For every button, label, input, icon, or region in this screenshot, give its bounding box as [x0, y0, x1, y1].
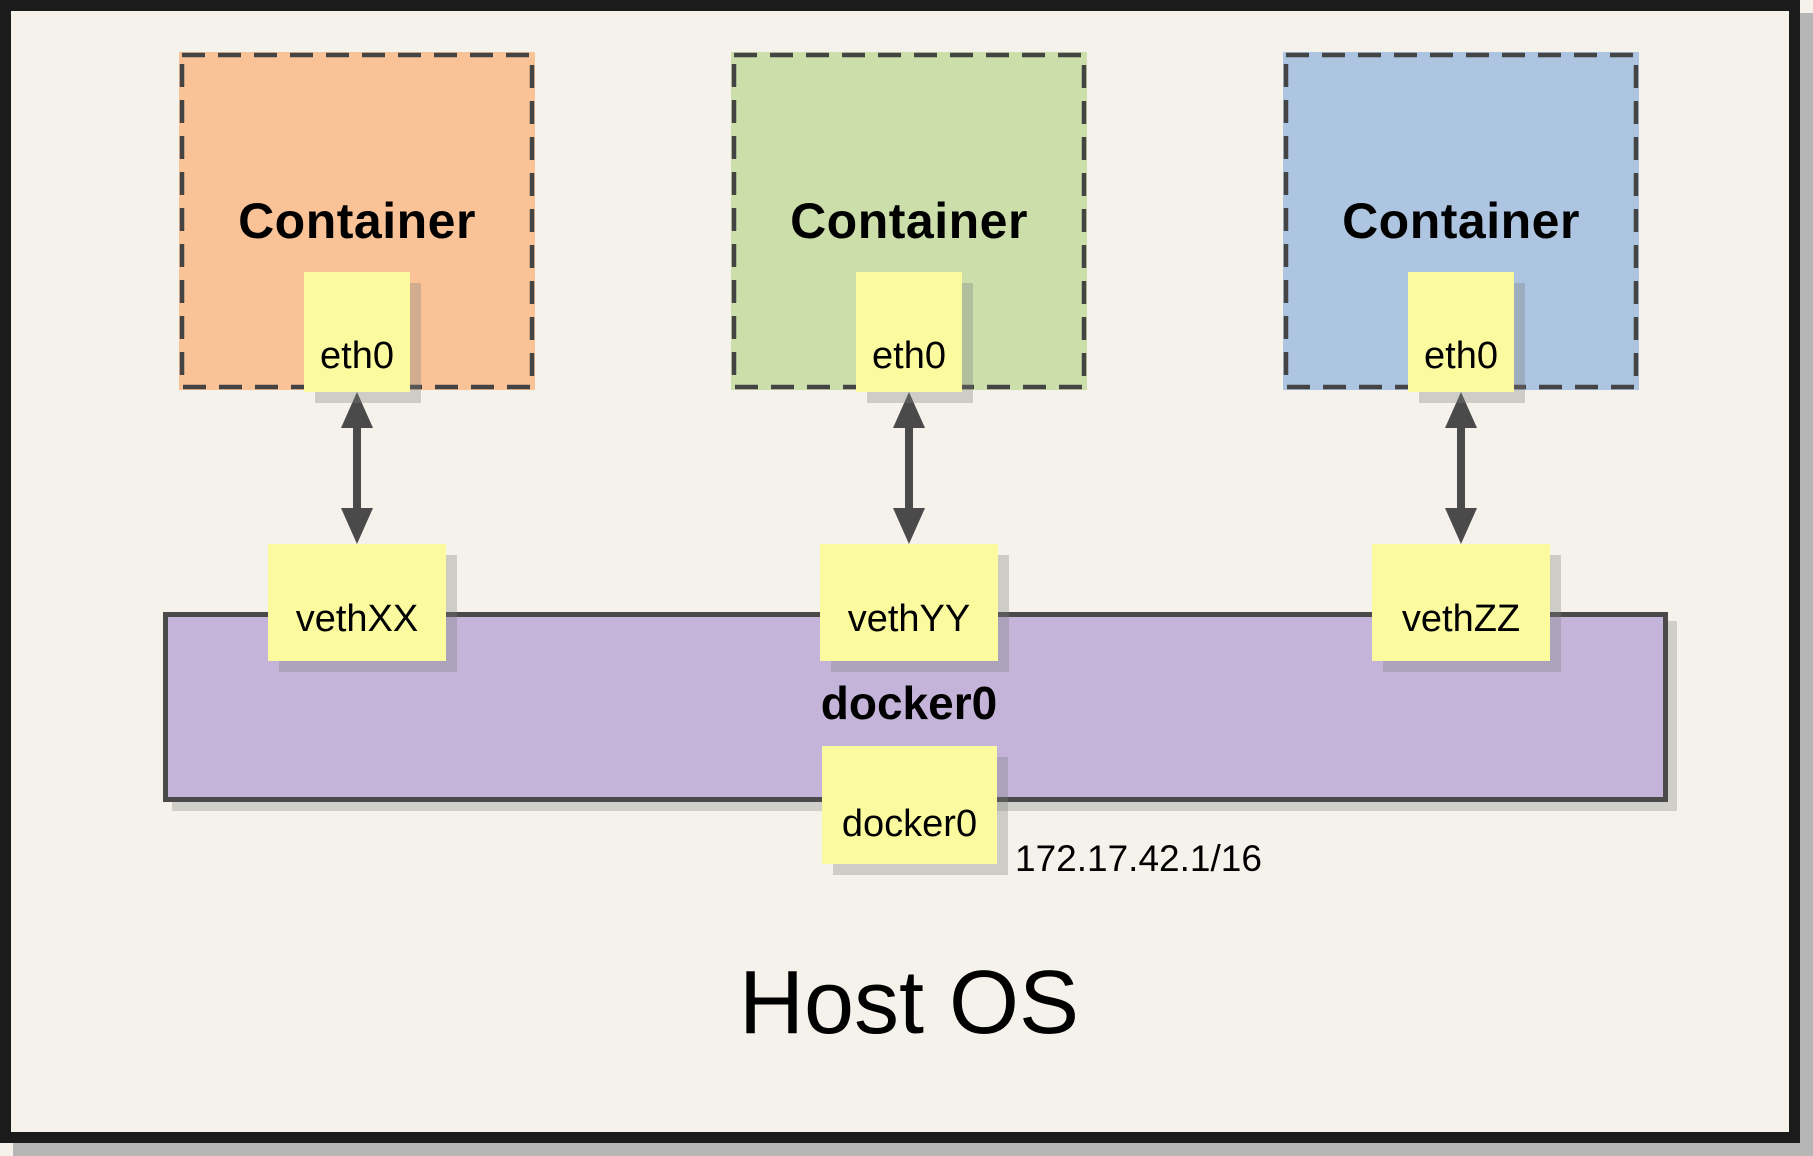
veth-note-1: vethXX	[268, 544, 446, 661]
arrow-shaft	[905, 418, 913, 518]
container-3-label: Container	[1342, 193, 1580, 249]
veth-note-3: vethZZ	[1372, 544, 1550, 661]
dashed-border	[731, 52, 1087, 390]
container-2-interface-label: eth0	[872, 335, 946, 377]
arrow-down-icon	[1445, 508, 1477, 544]
container-3-eth0-note: eth0	[1408, 272, 1514, 392]
container-1-eth0-note: eth0	[304, 272, 410, 392]
veth-note-2: vethYY	[820, 544, 998, 661]
docker0-interface-label: docker0	[841, 803, 978, 845]
arrow-shaft	[1457, 418, 1465, 518]
dashed-border	[1283, 52, 1639, 390]
arrow-down-icon	[341, 508, 373, 544]
veth-3-label: vethZZ	[1401, 598, 1521, 640]
veth-2-label: vethYY	[847, 598, 971, 640]
veth-link-arrow-3	[1444, 392, 1478, 544]
veth-link-arrow-2	[892, 392, 926, 544]
bridge-ip-address: 172.17.42.1/16	[1015, 838, 1262, 879]
veth-link-arrow-1	[340, 392, 374, 544]
host-os-title: Host OS	[738, 953, 1080, 1053]
container-2-label: Container	[790, 193, 1028, 249]
dashed-border	[179, 52, 535, 390]
container-1-interface-label: eth0	[320, 335, 394, 377]
veth-1-label: vethXX	[295, 598, 419, 640]
container-2-eth0-note: eth0	[856, 272, 962, 392]
container-1-label: Container	[238, 193, 476, 249]
arrow-down-icon	[893, 508, 925, 544]
docker0-bridge-label: docker0	[820, 677, 998, 729]
container-3-interface-label: eth0	[1424, 335, 1498, 377]
arrow-shaft	[353, 418, 361, 518]
docker0-interface-note: docker0	[822, 746, 997, 864]
